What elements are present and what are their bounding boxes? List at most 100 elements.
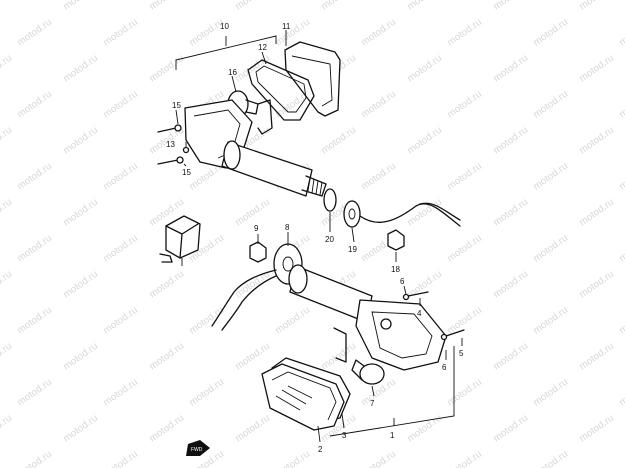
- watermark-text: motod.ru: [531, 305, 570, 337]
- watermark-text: motod.ru: [617, 17, 625, 49]
- watermark-text: motod.ru: [491, 0, 530, 12]
- watermark-text: motod.ru: [233, 53, 272, 85]
- upper-washer: [323, 188, 337, 212]
- watermark-text: motod.ru: [491, 53, 530, 85]
- watermark-text: motod.ru: [531, 449, 570, 468]
- watermark-text: motod.ru: [577, 53, 616, 85]
- watermark-text: motod.ru: [491, 341, 530, 373]
- watermark-text: motod.ru: [0, 341, 14, 373]
- watermark-text: motod.ru: [359, 17, 398, 49]
- watermark-text: motod.ru: [0, 125, 14, 157]
- watermark-text: motod.ru: [531, 161, 570, 193]
- watermark-text: motod.ru: [101, 233, 140, 265]
- watermark-text: motod.ru: [0, 53, 14, 85]
- watermark-text: motod.ru: [15, 161, 54, 193]
- watermark-text: motod.ru: [15, 377, 54, 409]
- watermark-text: motod.ru: [491, 197, 530, 229]
- watermark-text: motod.ru: [405, 197, 444, 229]
- watermark-text: motod.ru: [147, 413, 186, 445]
- watermark-text: motod.ru: [405, 413, 444, 445]
- watermark-text: motod.ru: [617, 449, 625, 468]
- label-1: 1: [390, 431, 395, 440]
- watermark-text: motod.ru: [61, 341, 100, 373]
- watermark-text: motod.ru: [61, 125, 100, 157]
- watermark-text: motod.ru: [405, 53, 444, 85]
- watermark-text: motod.ru: [445, 449, 484, 468]
- label-2: 2: [318, 445, 323, 454]
- watermark-text: motod.ru: [15, 89, 54, 121]
- watermark-text: motod.ru: [233, 0, 272, 12]
- watermark-text: motod.ru: [445, 233, 484, 265]
- label-13: 13: [166, 140, 175, 149]
- watermark-text: motod.ru: [233, 269, 272, 301]
- watermark-text: motod.ru: [577, 269, 616, 301]
- label-18: 19: [348, 245, 357, 254]
- relay: [159, 215, 201, 263]
- watermark-text: motod.ru: [319, 125, 358, 157]
- watermark-text: motod.ru: [61, 53, 100, 85]
- watermark-text: motod.ru: [577, 341, 616, 373]
- watermark-text: motod.ru: [101, 449, 140, 468]
- nut: [387, 229, 405, 251]
- watermark-text: motod.ru: [0, 269, 14, 301]
- watermark-text: motod.ru: [187, 377, 226, 409]
- label-6a: 6: [400, 277, 405, 286]
- watermark-text: motod.ru: [187, 305, 226, 337]
- watermark-text: motod.ru: [617, 377, 625, 409]
- watermark-text: motod.ru: [273, 449, 312, 468]
- watermark-text: motod.ru: [147, 341, 186, 373]
- watermark-text: motod.ru: [577, 0, 616, 12]
- watermark-text: motod.ru: [147, 269, 186, 301]
- lower-lens: [261, 363, 345, 431]
- watermark-text: motod.ru: [577, 413, 616, 445]
- watermark-text: motod.ru: [531, 377, 570, 409]
- watermark-text: motod.ru: [61, 269, 100, 301]
- lower-wire: [211, 269, 277, 327]
- label-8: 8: [285, 223, 290, 232]
- label-3: 3: [342, 431, 347, 440]
- watermark-text: motod.ru: [61, 413, 100, 445]
- watermark-text: motod.ru: [531, 17, 570, 49]
- lower-bulb: [359, 363, 385, 385]
- label-15a: 15: [172, 101, 181, 110]
- watermark-text: motod.ru: [617, 233, 625, 265]
- watermark-text: motod.ru: [233, 197, 272, 229]
- watermark-text: motod.ru: [15, 233, 54, 265]
- watermark-text: motod.ru: [617, 89, 625, 121]
- watermark-text: motod.ru: [445, 17, 484, 49]
- watermark-text: motod.ru: [101, 161, 140, 193]
- watermark-text: motod.ru: [359, 161, 398, 193]
- watermark-text: motod.ru: [405, 0, 444, 12]
- watermark-text: motod.ru: [319, 0, 358, 12]
- watermark-text: motod.ru: [617, 305, 625, 337]
- watermark-text: motod.ru: [445, 377, 484, 409]
- watermark-text: motod.ru: [445, 305, 484, 337]
- watermark-text: motod.ru: [0, 197, 14, 229]
- watermark-text: motod.ru: [0, 413, 14, 445]
- watermark-text: motod.ru: [61, 197, 100, 229]
- upper-turn-signal: [157, 41, 461, 251]
- watermark-text: motod.ru: [359, 89, 398, 121]
- upper-lens: [284, 41, 341, 117]
- label-16: 16: [228, 68, 237, 77]
- watermark-text: motod.ru: [15, 449, 54, 468]
- watermark-text: motod.ru: [577, 125, 616, 157]
- upper-grommet: [343, 200, 361, 228]
- label-5: 5: [459, 349, 464, 358]
- label-4: 4: [417, 309, 422, 318]
- watermark-text: motod.ru: [101, 89, 140, 121]
- watermark-text: motod.ru: [273, 305, 312, 337]
- leader-lines: [175, 30, 463, 443]
- watermark-text: motod.ru: [101, 17, 140, 49]
- lower-turn-signal: [211, 241, 465, 431]
- label-9: 9: [254, 224, 259, 233]
- label-7: 7: [370, 399, 375, 408]
- label-17: 18: [391, 265, 400, 274]
- watermark-text: motod.ru: [101, 377, 140, 409]
- label-6b: 6: [442, 363, 447, 372]
- watermark-text: motod.ru: [491, 269, 530, 301]
- watermark-text: motod.ru: [233, 413, 272, 445]
- label-11: 11: [282, 22, 291, 31]
